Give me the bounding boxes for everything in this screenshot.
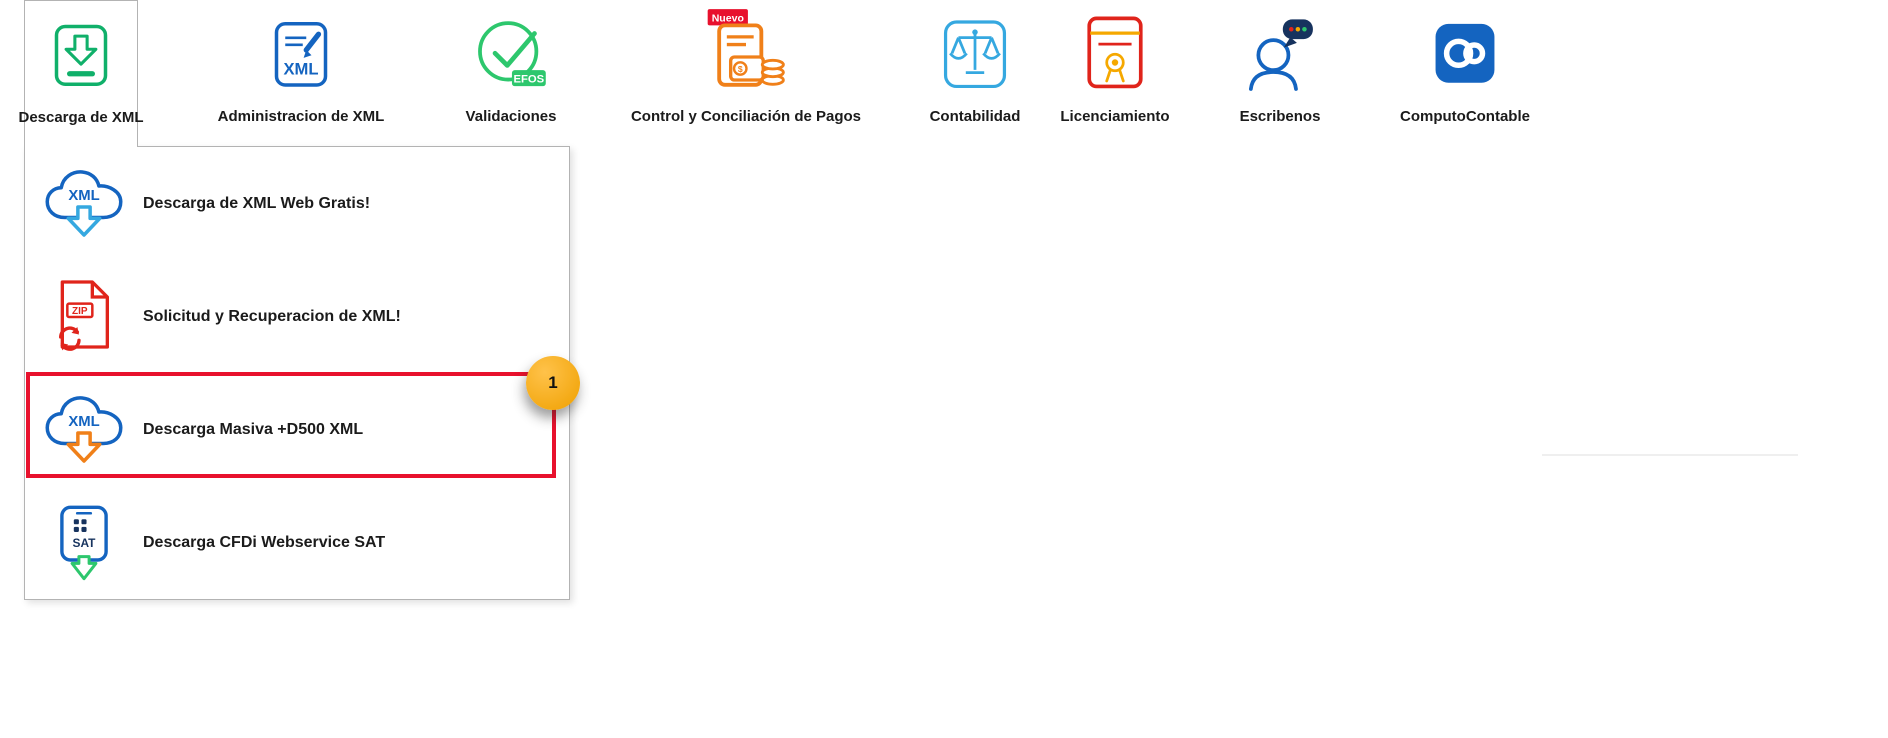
toolbar-button-label: Administracion de XML — [217, 108, 385, 125]
cloud-xml-download-orange-icon: XML — [25, 391, 143, 468]
toolbar-button-control-pagos[interactable]: Nuevo $ Control y Conciliación de Pagos — [598, 0, 894, 142]
sat-icon-text: SAT — [73, 536, 97, 550]
toolbar-button-validaciones[interactable]: EFOS Validaciones — [446, 0, 576, 142]
cloud-xml-download-blue-icon: XML — [25, 165, 143, 242]
toolbar-button-descarga-de-xml[interactable]: Descarga de XML — [18, 0, 144, 147]
toolbar-button-label: Validaciones — [465, 108, 557, 125]
dollar-icon-text: $ — [738, 64, 743, 74]
toolbar-button-label: ComputoContable — [1400, 108, 1530, 125]
xml-icon-text: XML — [283, 60, 318, 79]
toolbar-button-licenciamiento[interactable]: Licenciamiento — [1048, 0, 1182, 142]
toolbar-button-computocontable[interactable]: ComputoContable — [1380, 0, 1550, 142]
zip-document-refresh-icon: ZIP — [25, 277, 143, 357]
payments-document-icon: Nuevo $ — [700, 6, 792, 108]
descarga-xml-dropdown-menu: XML Descarga de XML Web Gratis! ZIP — [24, 146, 570, 600]
menu-item-solicitud-recuperacion-xml[interactable]: ZIP Solicitud y Recuperacion de XML! — [25, 260, 569, 373]
menu-item-label: Descarga CFDi Webservice SAT — [143, 533, 386, 551]
menu-item-descarga-cfdi-webservice-sat[interactable]: SAT Descarga CFDi Webservice SAT — [25, 486, 569, 599]
balance-scale-icon — [937, 6, 1013, 108]
toolbar-button-escribenos[interactable]: Escribenos — [1222, 0, 1338, 142]
download-xml-icon — [46, 7, 116, 109]
annotation-step-number: 1 — [548, 373, 558, 392]
menu-item-descarga-masiva-d500-xml[interactable]: XML Descarga Masiva +D500 XML — [25, 373, 569, 486]
zip-icon-text: ZIP — [72, 306, 88, 317]
license-certificate-icon — [1078, 6, 1152, 108]
xml-icon-text: XML — [68, 414, 99, 430]
faint-divider — [1542, 454, 1798, 456]
menu-item-label: Solicitud y Recuperacion de XML! — [143, 307, 401, 325]
sat-download-icon: SAT — [25, 502, 143, 584]
annotation-step-marker: 1 — [526, 356, 580, 410]
toolbar-button-label: Descarga de XML — [18, 109, 144, 126]
toolbar-button-label: Licenciamiento — [1060, 108, 1170, 125]
toolbar-button-contabilidad[interactable]: Contabilidad — [912, 0, 1038, 142]
checkmark-efos-icon: EFOS — [472, 6, 550, 108]
menu-item-descarga-xml-web-gratis[interactable]: XML Descarga de XML Web Gratis! — [25, 147, 569, 260]
menu-item-label: Descarga Masiva +D500 XML — [143, 420, 364, 438]
computocontable-logo-icon — [1427, 6, 1503, 108]
menu-item-label: Descarga de XML Web Gratis! — [143, 194, 371, 212]
toolbar-button-label: Escribenos — [1239, 108, 1321, 125]
chat-person-icon — [1241, 6, 1319, 108]
xml-icon-text: XML — [68, 188, 99, 204]
toolbar-button-label: Control y Conciliación de Pagos — [630, 108, 862, 125]
nuevo-badge: Nuevo — [712, 13, 745, 25]
xml-edit-icon: XML — [266, 6, 336, 108]
toolbar-button-label: Contabilidad — [929, 108, 1021, 125]
toolbar-button-administracion-de-xml[interactable]: XML Administracion de XML — [196, 0, 406, 142]
efos-badge: EFOS — [514, 73, 545, 85]
